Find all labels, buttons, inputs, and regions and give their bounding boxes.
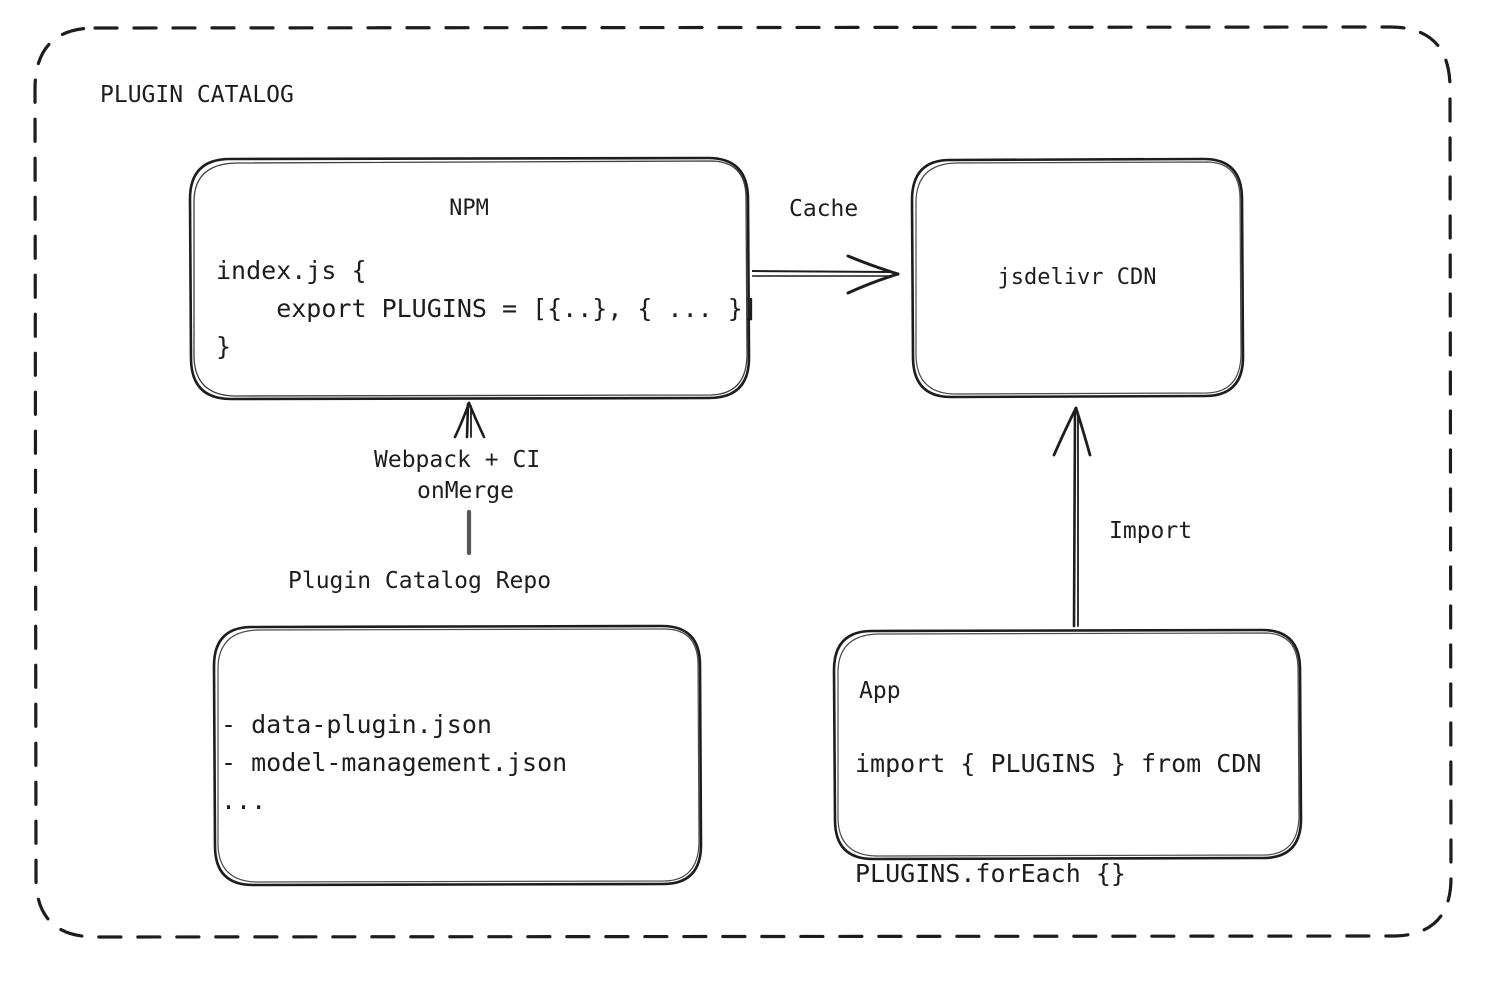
npm-node-title: NPM [449, 196, 489, 221]
repo-node-items: - data-plugin.json - model-management.js… [221, 710, 568, 815]
edge-label-import: Import [1109, 518, 1193, 544]
npm-node-code: index.js { export PLUGINS = [{..}, { ...… [216, 256, 758, 361]
repo-node-label: Plugin Catalog Repo [288, 568, 552, 594]
group-title: PLUGIN CATALOG [100, 82, 294, 108]
app-node-code: import { PLUGINS } from CDN PLUGINS.forE… [855, 749, 1262, 888]
edge-npm-to-cdn [751, 254, 900, 295]
edge-label-webpack-ci: Webpack + CI [374, 447, 541, 473]
edge-label-onmerge: onMerge [417, 478, 514, 504]
edge-app-to-cdn [1052, 406, 1092, 628]
edge-label-cache: Cache [789, 196, 859, 222]
app-node-title: App [859, 678, 901, 704]
cdn-node-title: jsdelivr CDN [997, 265, 1157, 290]
